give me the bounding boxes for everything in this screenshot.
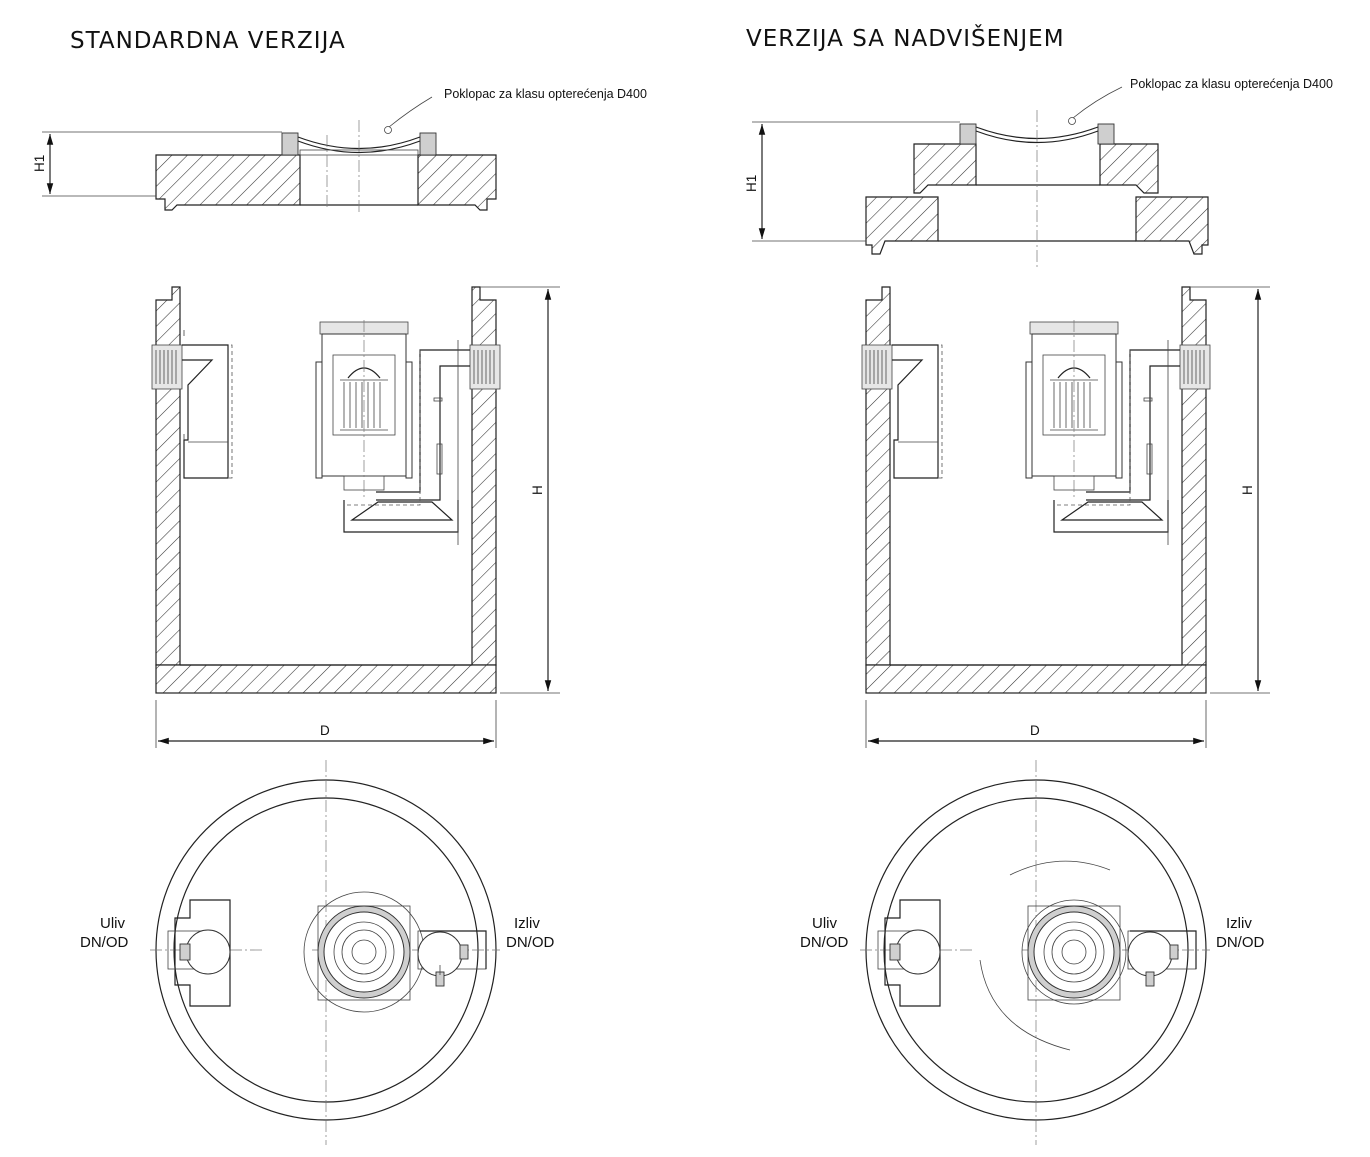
raised-outlet-label-1: Izliv bbox=[1226, 915, 1252, 932]
raised-cover-note: Poklopac za klasu opterećenja D400 bbox=[1130, 77, 1333, 91]
raised-chamber-section: H D bbox=[861, 286, 1270, 748]
standard-outlet-label-1: Izliv bbox=[514, 915, 540, 932]
standard-outlet-pipe bbox=[343, 340, 501, 545]
raised-dim-h1: H1 bbox=[744, 175, 759, 192]
raised-plan-inlet bbox=[877, 899, 941, 1007]
standard-separator-insert bbox=[315, 320, 413, 500]
standard-plan-view: Uliv DN/OD Izliv DN/OD bbox=[80, 760, 555, 1145]
standard-outlet-label-2: DN/OD bbox=[506, 934, 555, 951]
raised-inlet-label-1: Uliv bbox=[812, 915, 837, 932]
raised-version: VERZIJA SA NADVIŠENJEM Poklopac za klasu… bbox=[744, 24, 1333, 1145]
raised-outlet-pipe bbox=[1053, 340, 1211, 545]
raised-plan-separator bbox=[1021, 899, 1127, 1005]
raised-inlet-pipe bbox=[861, 344, 943, 479]
raised-dim-h: H bbox=[1240, 485, 1255, 495]
standard-dim-h1: H1 bbox=[32, 155, 47, 172]
standard-chamber-section: H D bbox=[151, 286, 560, 748]
raised-title: VERZIJA SA NADVIŠENJEM bbox=[746, 24, 1065, 52]
standard-title: STANDARDNA VERZIJA bbox=[70, 28, 346, 54]
raised-separator-insert bbox=[1025, 320, 1123, 500]
standard-inlet-label-1: Uliv bbox=[100, 915, 125, 932]
standard-dim-h: H bbox=[530, 485, 545, 495]
raised-cover-slab-section: Poklopac za klasu opterećenja D400 H1 bbox=[744, 77, 1333, 270]
raised-plan-view: Uliv DN/OD Izliv DN/OD bbox=[800, 760, 1265, 1145]
standard-version: STANDARDNA VERZIJA Poklopac za klasu opt… bbox=[32, 28, 647, 1145]
raised-plan-outlet bbox=[1127, 930, 1197, 987]
standard-cover-slab-section: Poklopac za klasu opterećenja D400 H1 bbox=[32, 87, 647, 215]
standard-plan-separator bbox=[303, 891, 425, 1013]
standard-cover-note: Poklopac za klasu opterećenja D400 bbox=[444, 87, 647, 101]
standard-dim-d: D bbox=[320, 723, 330, 738]
standard-inlet-pipe bbox=[151, 330, 233, 479]
raised-inlet-label-2: DN/OD bbox=[800, 934, 849, 951]
standard-inlet-label-2: DN/OD bbox=[80, 934, 129, 951]
raised-outlet-label-2: DN/OD bbox=[1216, 934, 1265, 951]
standard-plan-outlet bbox=[417, 930, 487, 987]
raised-dim-d: D bbox=[1030, 723, 1040, 738]
standard-plan-inlet bbox=[167, 899, 231, 1007]
